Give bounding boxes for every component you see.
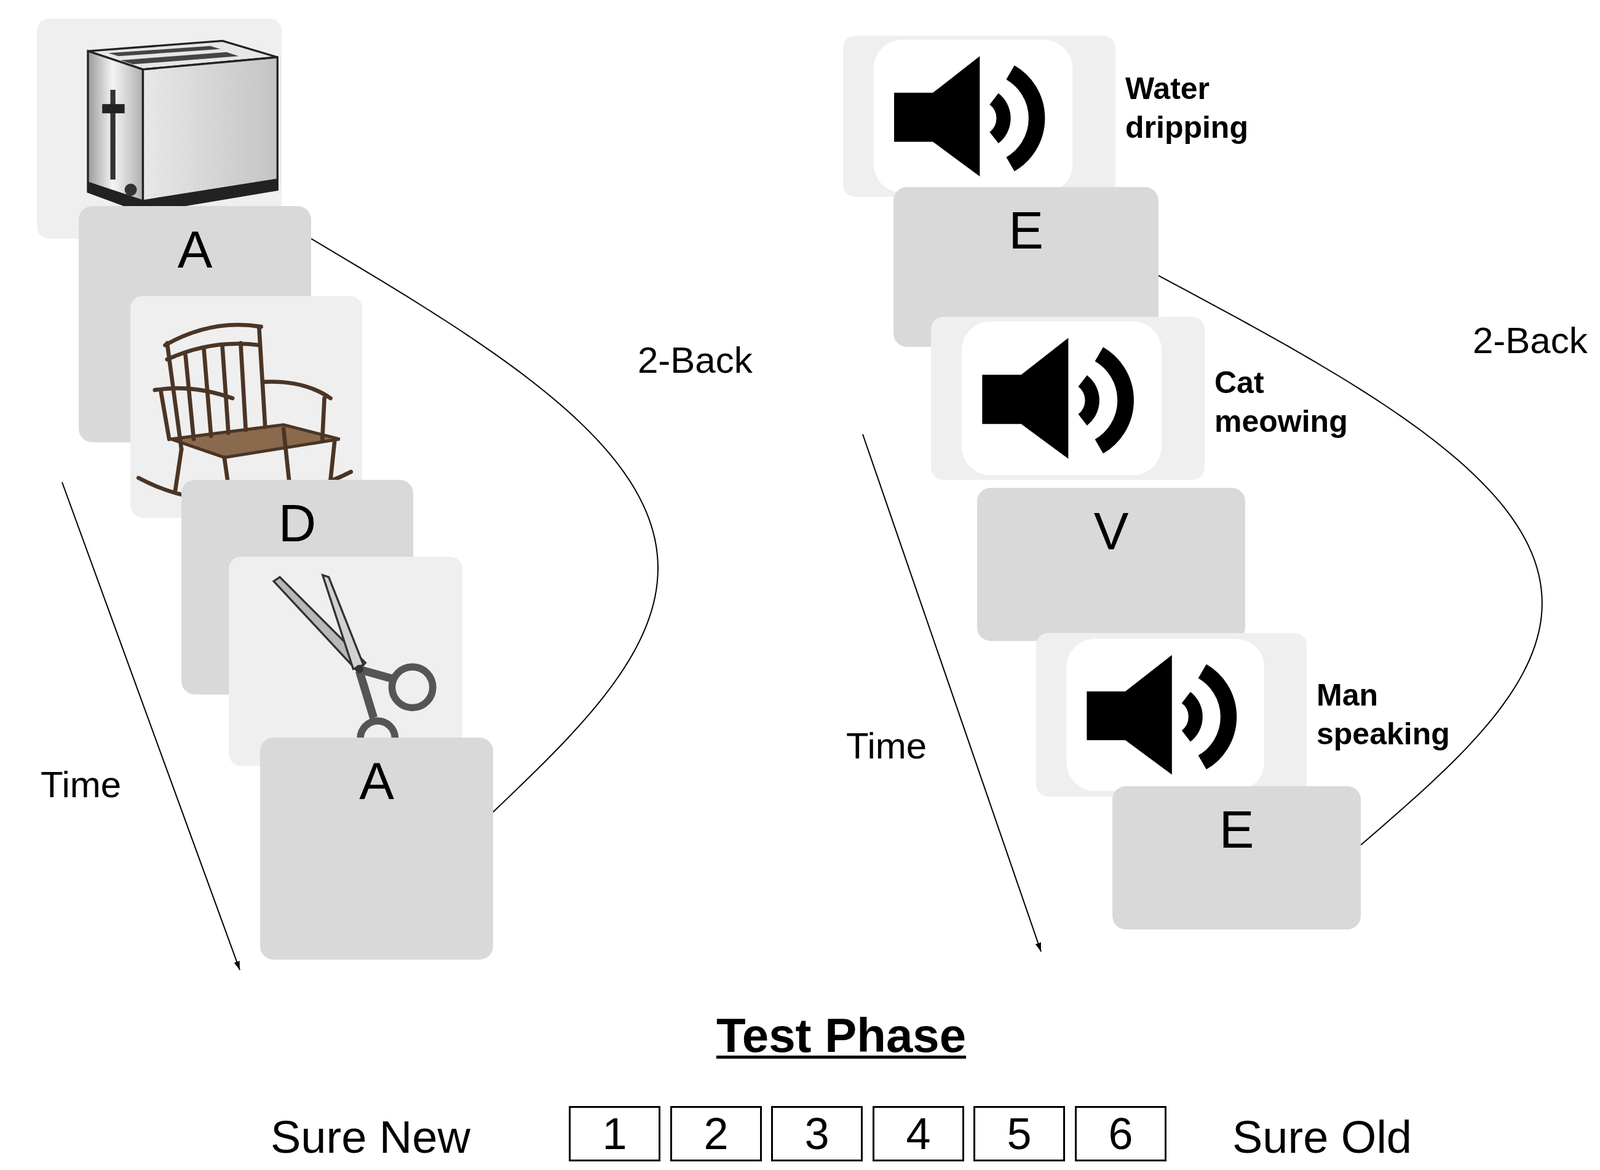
label-anchor: Sure Old bbox=[1232, 1114, 1412, 1160]
sound-label: Cat meowing bbox=[1214, 363, 1369, 441]
rating-number: 3 bbox=[804, 1111, 829, 1156]
rating-box: 6 bbox=[1074, 1105, 1167, 1161]
letter: E bbox=[1112, 785, 1361, 856]
time-label: Time bbox=[40, 766, 122, 804]
label-anchor: Sure New bbox=[270, 1114, 471, 1160]
label-anchor: Time bbox=[846, 727, 927, 765]
stimulus-card: V bbox=[977, 487, 1246, 641]
label-anchor: Time bbox=[40, 766, 122, 804]
section-heading: Test Phase bbox=[716, 1010, 967, 1059]
rating-number: 5 bbox=[1006, 1111, 1032, 1156]
letter: A bbox=[260, 737, 494, 807]
rating-number: 2 bbox=[703, 1111, 729, 1156]
edge-label: 2-Back bbox=[1472, 322, 1588, 360]
rating-box: 4 bbox=[872, 1105, 965, 1161]
label-anchor: Test Phase bbox=[716, 1010, 967, 1059]
rating-number: 6 bbox=[1108, 1111, 1133, 1156]
label-anchor: 2-Back bbox=[1472, 322, 1588, 360]
edge-label: 2-Back bbox=[637, 341, 753, 379]
scale-end-label: Sure Old bbox=[1232, 1114, 1412, 1160]
rating-box: 1 bbox=[568, 1105, 661, 1161]
rating-box: 3 bbox=[771, 1105, 863, 1161]
letter: D bbox=[181, 479, 414, 550]
rating-number: 4 bbox=[905, 1111, 931, 1156]
rating-number: 1 bbox=[601, 1111, 627, 1156]
label-anchor: 2-Back bbox=[637, 341, 753, 379]
scale-end-label: Sure New bbox=[270, 1114, 471, 1160]
stimulus-card: E bbox=[1112, 785, 1361, 930]
speaker-icon bbox=[843, 35, 1116, 197]
rating-box: 2 bbox=[670, 1105, 762, 1161]
speaker-icon bbox=[930, 316, 1205, 480]
sound-label: Water dripping bbox=[1125, 69, 1280, 147]
scissors-picture bbox=[228, 556, 463, 766]
rating-box: 5 bbox=[973, 1105, 1066, 1161]
time-label: Time bbox=[846, 727, 927, 765]
letter: A bbox=[78, 205, 312, 276]
sound-label: Man speaking bbox=[1316, 675, 1471, 754]
stimulus-card: A bbox=[260, 737, 494, 960]
speaker-icon bbox=[1036, 632, 1307, 797]
letter: V bbox=[977, 487, 1246, 558]
letter: E bbox=[893, 186, 1159, 257]
